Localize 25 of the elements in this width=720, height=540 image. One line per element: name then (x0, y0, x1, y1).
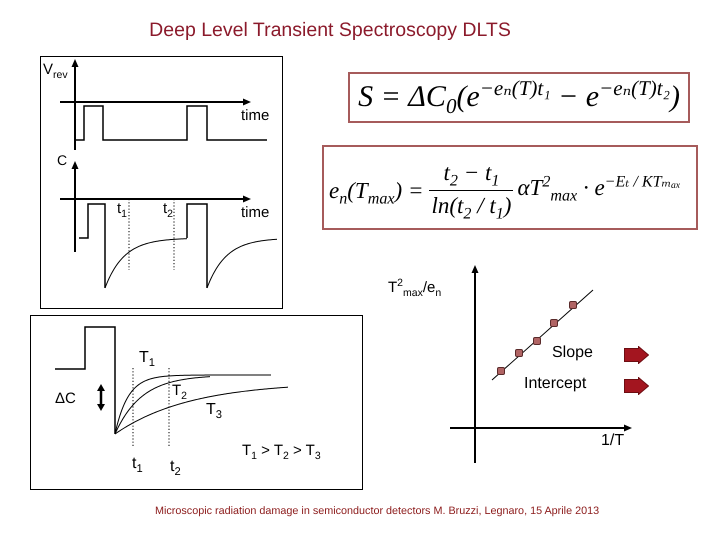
title: Deep Level Transient Spectroscopy DLTS (149, 19, 511, 42)
waveform-panel (40, 56, 283, 309)
curve-label: T$_{2}$ (172, 382, 188, 402)
curve-label: T$_{3}$ (206, 400, 222, 422)
formula-term: αT$^{2}$$_{max}$ · e$^{−Eₜ / KTₘₐₓ}$ (517, 174, 681, 205)
footer-note: Microscopic radiation damage in semiconductor detectors M. Bruzzi, Legnaro, 15 Aprile 2013 (155, 505, 600, 518)
time-label: t$_{2}$ (170, 457, 181, 478)
time-label: t$_{1}$ (117, 200, 128, 220)
axis-label: V$_{rev}$ (43, 61, 68, 80)
time-label: t$_{2}$ (163, 200, 174, 220)
fraction-numerator: t$_{2}$ − t$_{1}$ (444, 158, 500, 190)
axis-label: time (241, 204, 270, 222)
axis-label: T$^{2}$$_{max}$/e$_{n}$ (388, 278, 442, 298)
curve-label: T$_{1}$ (139, 348, 156, 370)
time-label: t$_{1}$ (132, 454, 143, 476)
formula-box (322, 145, 698, 230)
axis-label: time (241, 107, 270, 125)
formula-term: e$_{n}$(T$_{max}$) = (329, 177, 424, 208)
transient-panel (30, 315, 363, 490)
formula-box (348, 72, 690, 123)
inequality-label: T$_{1}$ > T$_{2}$ > T$_{3}$ (242, 442, 321, 462)
axis-label: C (57, 152, 68, 169)
axis-label: ΔC (55, 390, 76, 408)
formula: S = ΔC$_{0}$(e$^{−eₙ(T)t₁}$ − e$^{−eₙ(T)t₂}$) (358, 78, 680, 117)
fraction-denominator: ln(t$_{2}$ / t$_{1}$) (431, 192, 512, 222)
